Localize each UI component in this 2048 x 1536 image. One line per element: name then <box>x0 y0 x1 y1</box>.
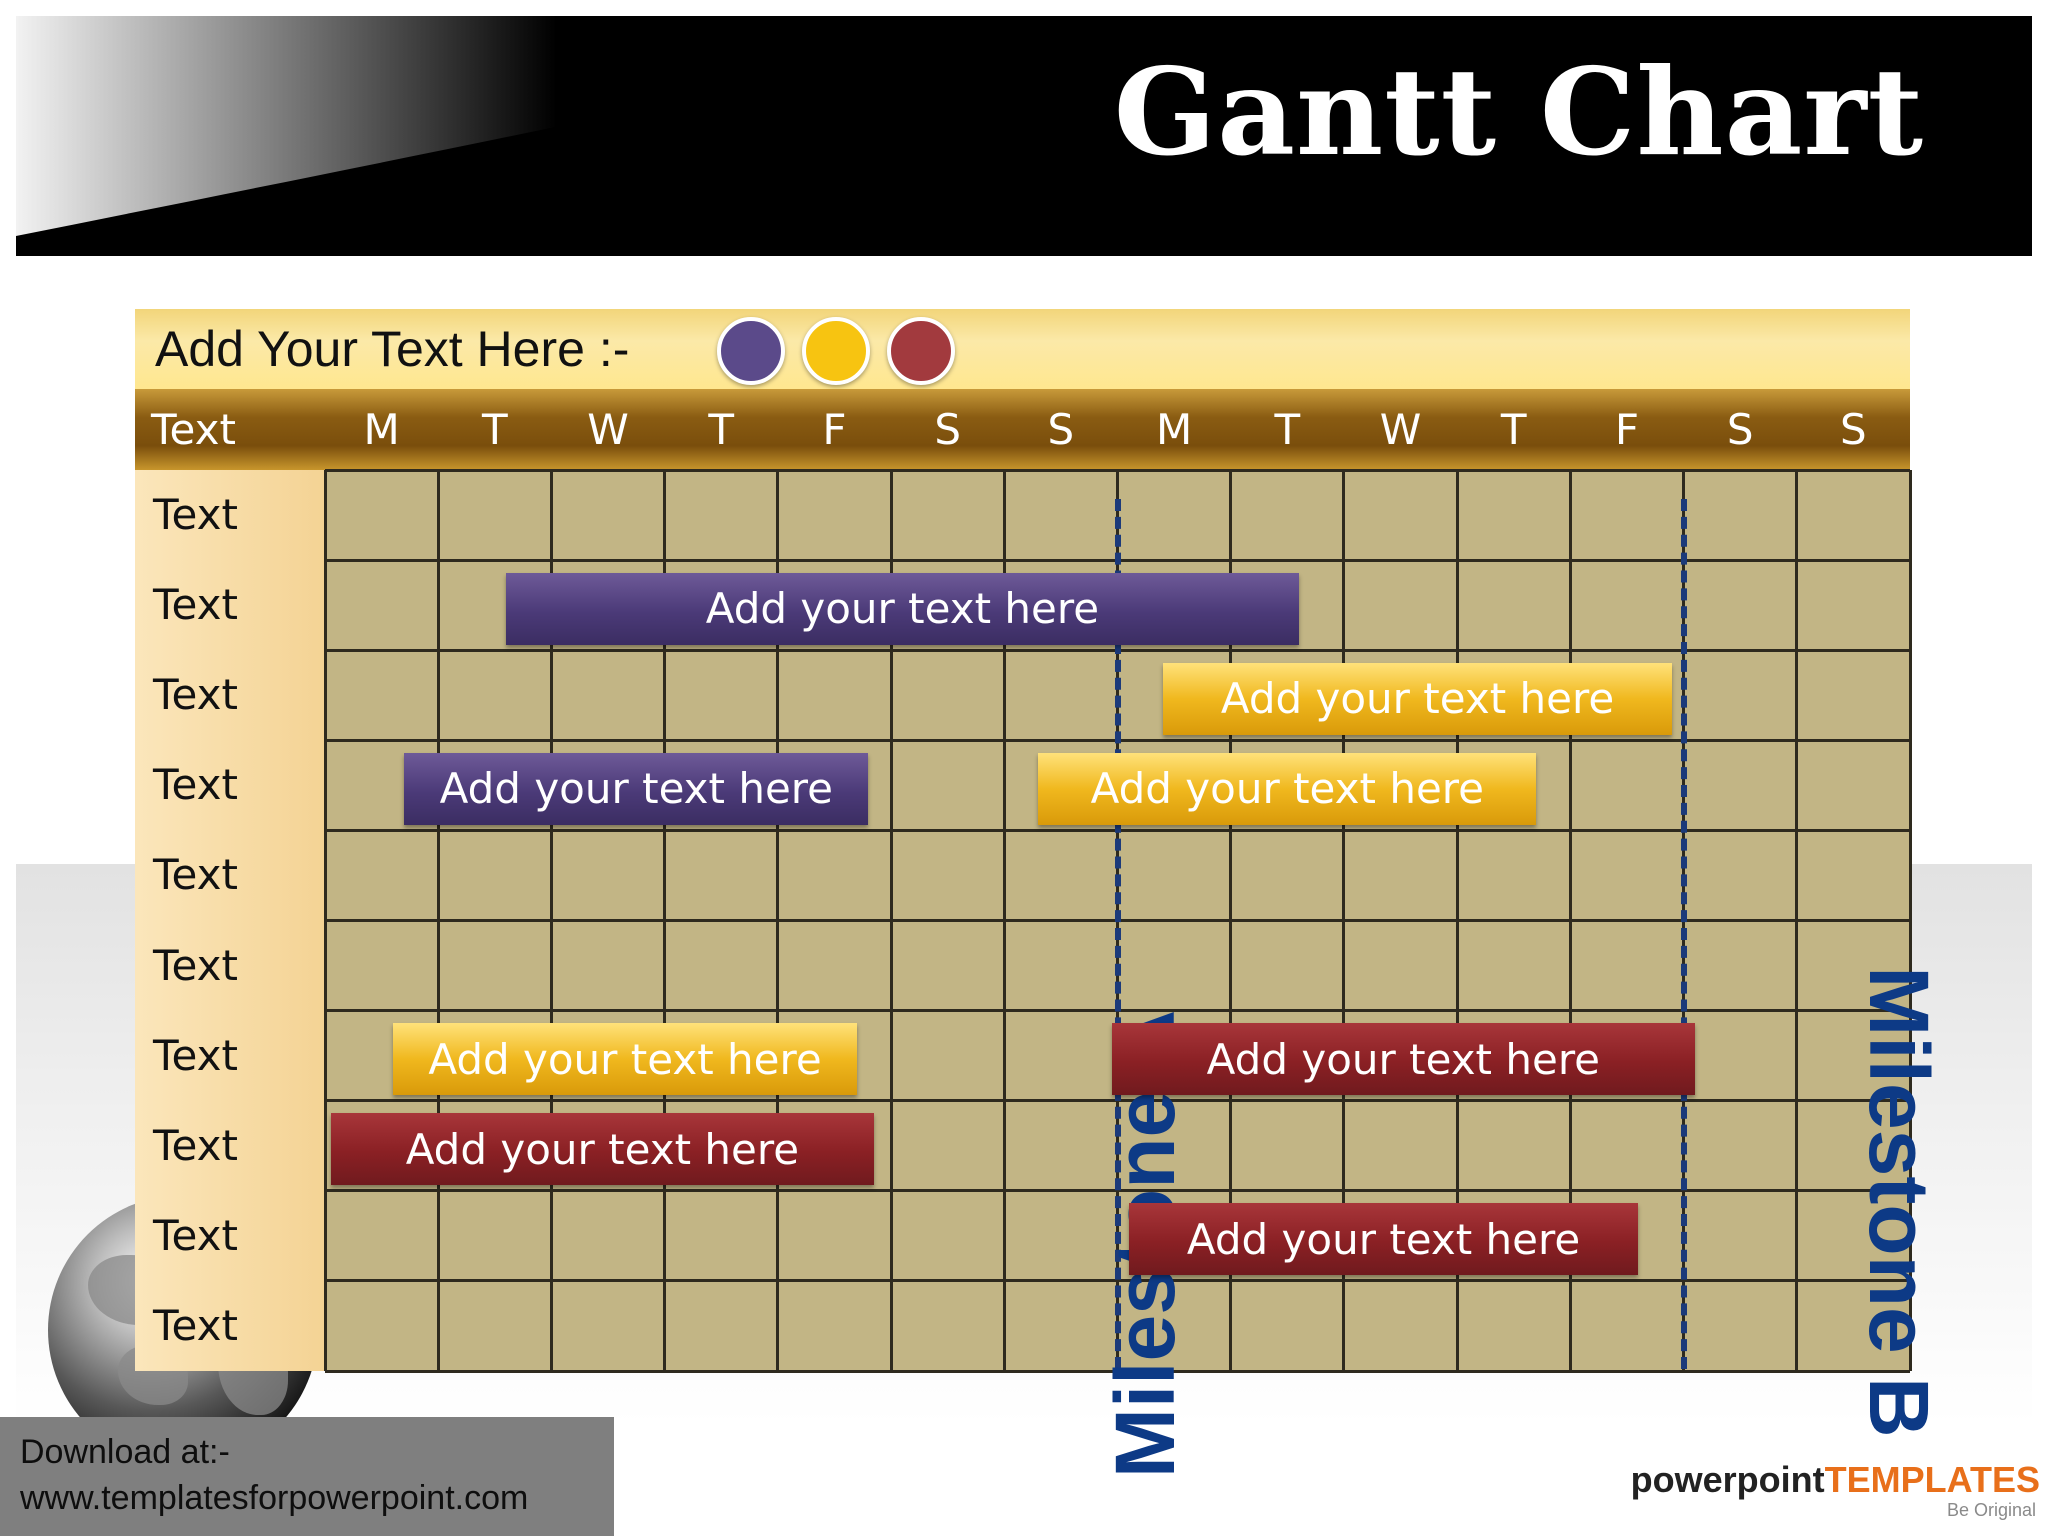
row-label-5: Text <box>153 850 238 900</box>
legend-dot-purple <box>717 317 785 385</box>
row-label-1: Text <box>153 490 238 539</box>
milestone-b-line <box>1680 499 1687 1369</box>
day-header-row: Text M T W T F S S M T W T F S S <box>135 389 1910 470</box>
day-header-5: F <box>822 405 847 454</box>
row-label-9: Text <box>153 1210 238 1260</box>
milestone-b-label: Milestone B <box>1852 966 1946 1438</box>
task-bar-2: Add your text here <box>1162 662 1673 735</box>
brand-part-1: powerpoint <box>1630 1459 1825 1500</box>
day-header-9: T <box>1274 405 1301 454</box>
day-header-14: S <box>1840 405 1867 454</box>
brand-logo: powerpointTEMPLATES <box>1631 1462 2040 1498</box>
task-bar-7: Add your text here <box>330 1113 875 1186</box>
day-header-7: S <box>1047 405 1075 454</box>
day-header-1: M <box>363 405 400 454</box>
brand-tagline: Be Original <box>1946 1500 2036 1520</box>
row-label-10: Text <box>153 1300 238 1350</box>
grid-line-horizontal <box>325 1369 1910 1373</box>
row-label-7: Text <box>153 1030 238 1080</box>
row-label-4: Text <box>153 760 238 810</box>
day-header-10: W <box>1379 405 1422 454</box>
day-header-12: F <box>1614 405 1640 454</box>
day-header-4: T <box>708 405 735 454</box>
task-bar-6: Add your text here <box>1111 1023 1695 1096</box>
day-header-11: T <box>1500 405 1527 454</box>
milestone-a-line <box>1114 499 1121 1369</box>
task-bar-8: Add your text here <box>1128 1203 1639 1276</box>
column-header-label: Text <box>151 405 236 454</box>
day-header-13: S <box>1726 405 1754 454</box>
footer-download-label: Download at:- <box>20 1433 230 1471</box>
gantt-chart: Add Your Text Here :- Text M T W T F S S M T W T F S… <box>135 309 1946 1478</box>
day-header-8: M <box>1155 405 1193 454</box>
legend-label: Add Your Text Here :- <box>155 321 630 377</box>
day-header-3: W <box>587 405 629 454</box>
brand-part-2: TEMPLATES <box>1824 1459 2040 1500</box>
task-bar-5: Add your text here <box>392 1023 858 1096</box>
row-label-2: Text <box>153 580 238 630</box>
page-title: Gantt Chart <box>1113 42 1924 183</box>
row-label-3: Text <box>153 670 238 720</box>
legend-dot-yellow <box>802 317 870 385</box>
task-bar-4: Add your text here <box>1038 752 1537 825</box>
header-bar <box>16 16 2032 256</box>
legend-dot-red <box>887 317 955 385</box>
row-label-8: Text <box>153 1120 238 1170</box>
grid-line-vertical <box>1908 470 1912 1371</box>
task-bar-1: Add your text here <box>506 572 1299 645</box>
download-footer: Download at:- www.templatesforpowerpoint… <box>0 1417 614 1536</box>
legend-row: Add Your Text Here :- <box>135 309 1910 389</box>
task-bar-3: Add your text here <box>404 752 869 825</box>
footer-url[interactable]: www.templatesforpowerpoint.com <box>20 1479 529 1517</box>
day-header-6: S <box>934 405 961 454</box>
grid-line-horizontal <box>325 468 1910 472</box>
day-header-2: T <box>481 405 508 454</box>
row-label-6: Text <box>153 940 238 990</box>
